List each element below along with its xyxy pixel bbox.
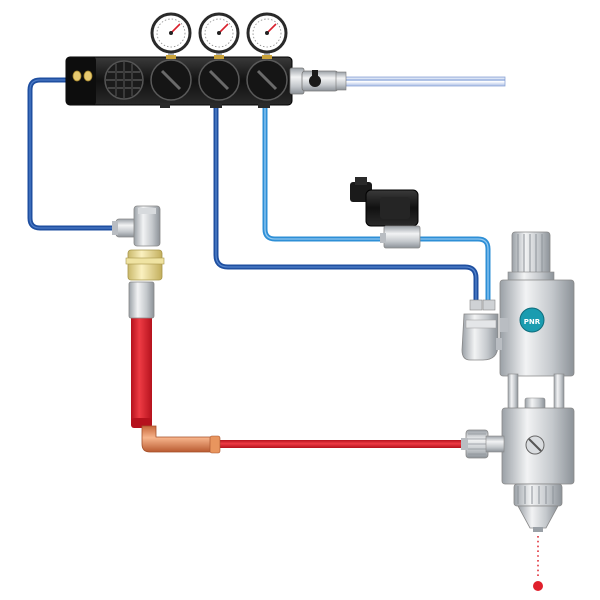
compressed-air-supply-line <box>344 76 506 87</box>
pressure-gauge <box>150 12 192 54</box>
spray-droplets <box>533 536 543 591</box>
valve-air-fittings <box>461 299 502 361</box>
svg-text:PNR: PNR <box>524 318 541 326</box>
pressure-regulator-manifold <box>65 46 293 108</box>
pressure-gauge <box>246 12 288 54</box>
fluid-pressure-tank <box>112 205 165 428</box>
solenoid-valve <box>350 177 421 249</box>
fluid-line <box>131 316 463 448</box>
copper-elbow-fitting <box>141 425 221 454</box>
spray-valve: PNR <box>461 231 575 485</box>
air-inlet-ball-valve <box>289 67 347 95</box>
control-air-hose-valve <box>213 97 479 308</box>
spray-nozzle <box>513 483 563 532</box>
pnr-logo <box>519 307 545 333</box>
pressure-gauge <box>198 12 240 54</box>
